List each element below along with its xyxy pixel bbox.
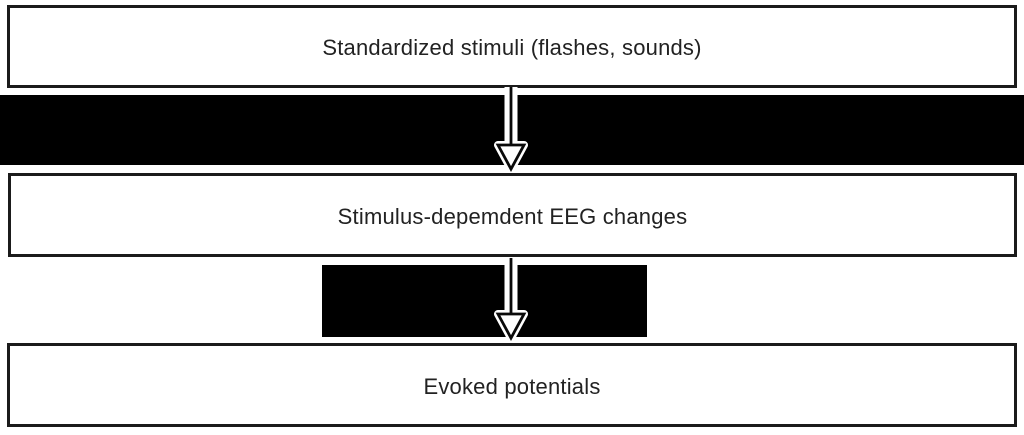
down-arrow-icon [494, 258, 528, 342]
flow-box-label: Stimulus-depemdent EEG changes [337, 203, 688, 229]
flow-box-evoked-potentials: Evoked potentials [7, 343, 1017, 427]
flow-box-standardized-stimuli: Standardized stimuli (flashes, sounds) [7, 5, 1017, 88]
flow-box-label: Standardized stimuli (flashes, sounds) [322, 35, 702, 61]
flow-box-label: Evoked potentials [423, 373, 601, 399]
connector-band-partial-width [322, 265, 647, 337]
down-arrow-icon [494, 87, 528, 173]
flow-box-eeg-changes: Stimulus-depemdent EEG changes [8, 173, 1017, 257]
